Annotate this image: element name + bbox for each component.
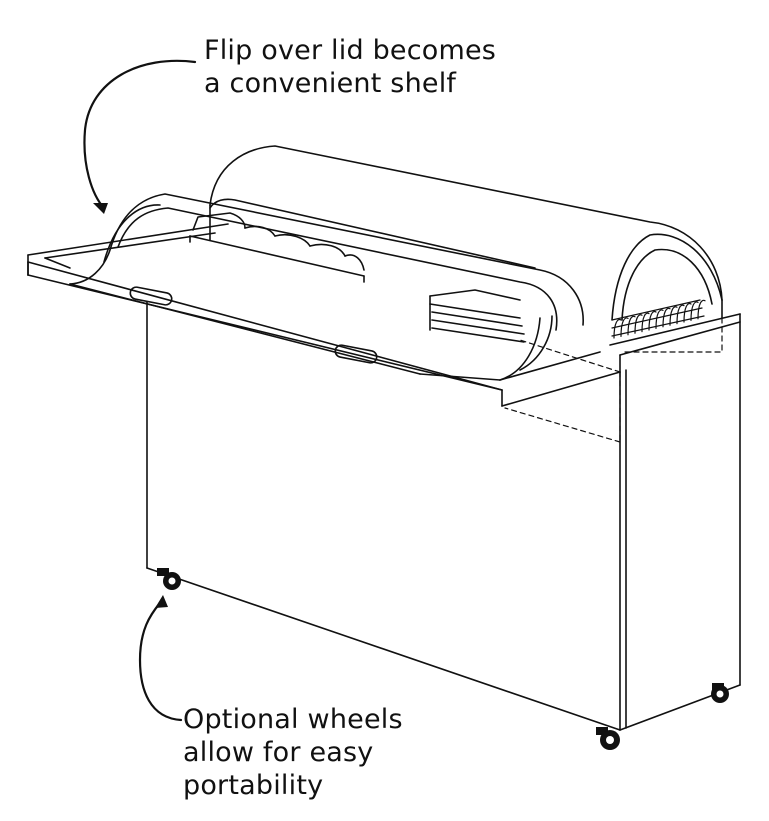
folder-tab bbox=[683, 302, 692, 323]
folder-tab bbox=[613, 318, 622, 339]
wheels-callout-line-2: allow for easy bbox=[183, 737, 374, 768]
lid-callout-line-1: Flip over lid becomes bbox=[204, 35, 497, 66]
wheels-callout-line-3: portability bbox=[183, 770, 324, 801]
folder-tab bbox=[697, 299, 706, 320]
caster-front bbox=[596, 727, 620, 750]
folder-tab bbox=[641, 312, 650, 333]
rear-drum bbox=[209, 145, 723, 321]
folder-tab bbox=[669, 306, 678, 326]
hanging-folders bbox=[611, 299, 706, 339]
cabinet-body bbox=[146, 301, 741, 731]
caster-right bbox=[711, 683, 729, 703]
folder-tab bbox=[648, 310, 657, 331]
caster-wheel-icon bbox=[157, 568, 729, 750]
wheels-callout-line-1: Optional wheels bbox=[183, 704, 403, 735]
folder-tab bbox=[620, 317, 629, 337]
lid-callout-line-2: a convenient shelf bbox=[204, 68, 457, 99]
folder-tab bbox=[655, 309, 664, 329]
wheels-callout-text: Optional wheels allow for easy portabili… bbox=[183, 703, 403, 802]
folder-tab bbox=[662, 307, 671, 328]
folder-tab bbox=[676, 304, 685, 325]
lid-shelf bbox=[27, 193, 621, 407]
folder-tab bbox=[690, 301, 699, 321]
wheels-arrow bbox=[138, 601, 183, 722]
lid-handle-right bbox=[334, 344, 378, 364]
hidden-lines bbox=[504, 317, 723, 443]
curved-arrow-icon bbox=[83, 59, 197, 722]
lid-callout-text: Flip over lid becomes a convenient shelf bbox=[204, 34, 496, 100]
folder-tab bbox=[634, 314, 643, 334]
folder-tab bbox=[627, 315, 636, 336]
caster-left bbox=[157, 568, 181, 590]
lid-arrow bbox=[83, 59, 197, 210]
lid-handle-left bbox=[129, 286, 173, 306]
